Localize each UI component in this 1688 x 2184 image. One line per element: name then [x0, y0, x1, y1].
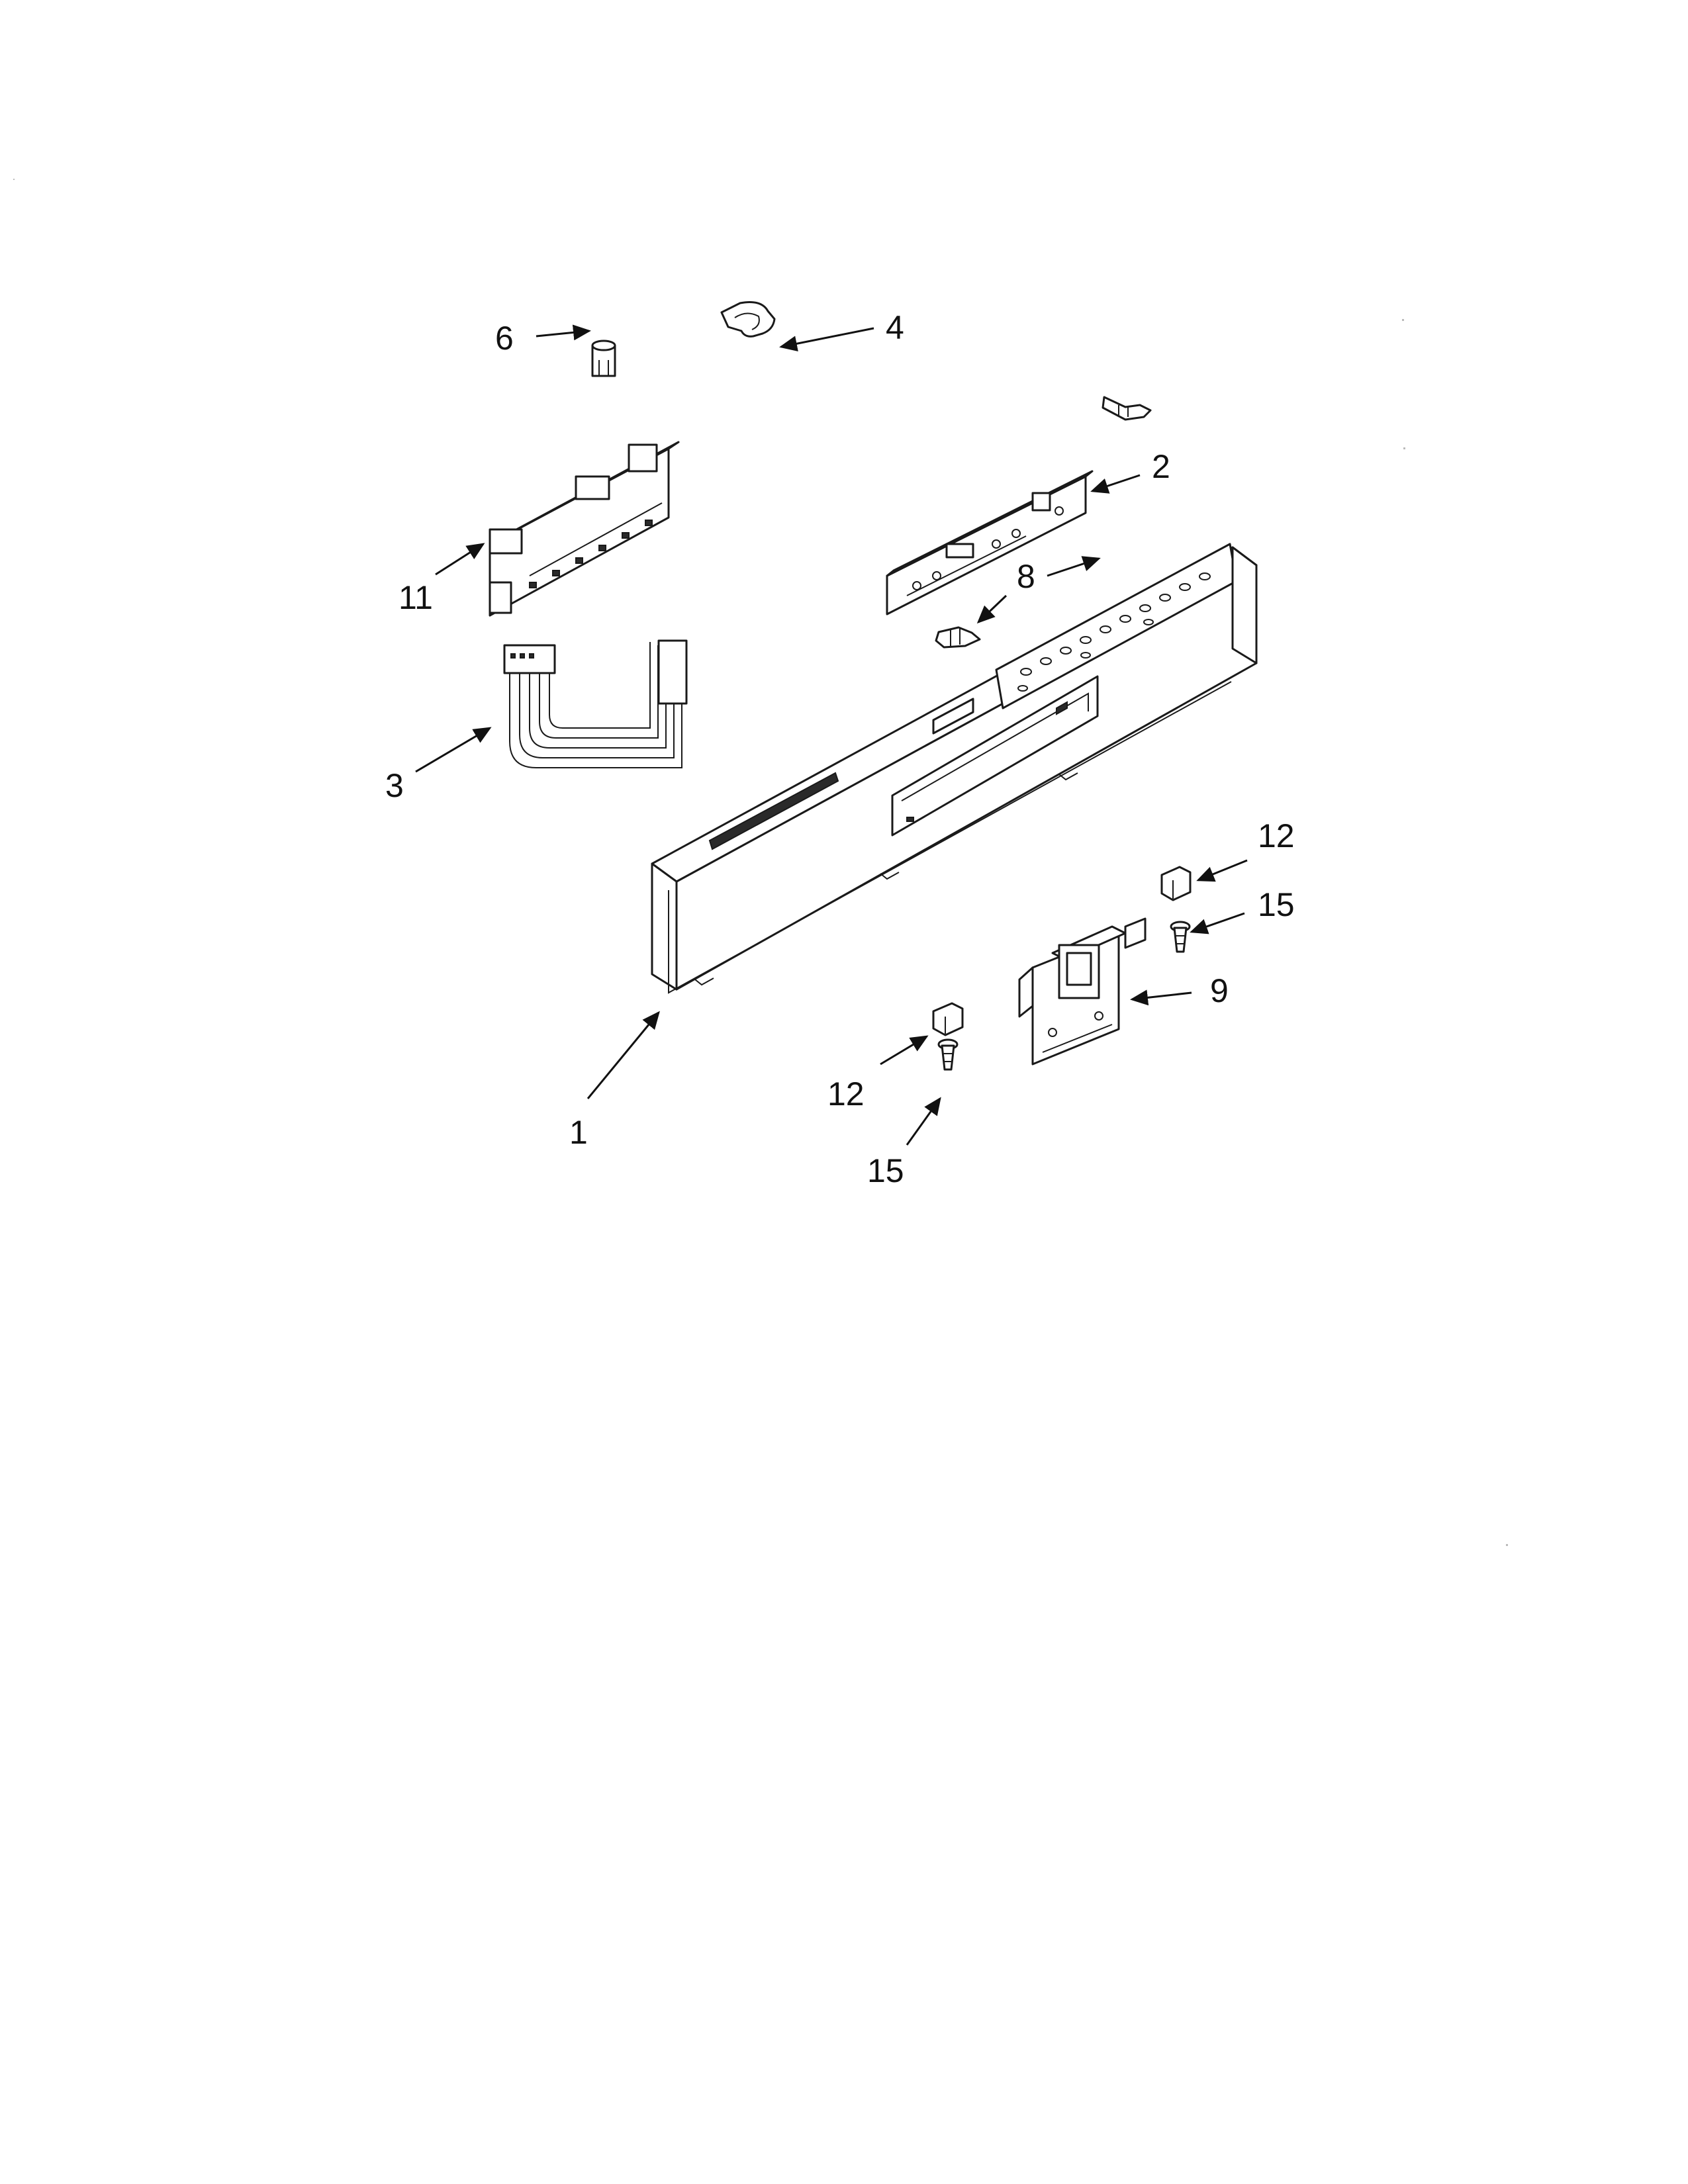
callout-3: 3 — [385, 767, 404, 804]
door-switch-bracket — [1018, 917, 1147, 1066]
callout-2: 2 — [1152, 448, 1170, 485]
clip-lower — [932, 1002, 964, 1036]
screw-15-upper — [1170, 921, 1191, 953]
leader-8-upper — [1047, 556, 1101, 577]
panel-handle — [891, 675, 1099, 837]
ribbon-cable — [503, 639, 688, 768]
leader-15-lower — [906, 1097, 941, 1146]
callout-15-upper: 15 — [1258, 886, 1295, 923]
screw-upper — [1102, 396, 1152, 421]
leader-6 — [536, 324, 591, 341]
control-board — [489, 441, 680, 617]
callout-11: 11 — [399, 579, 433, 616]
leader-lines — [415, 324, 1248, 1146]
leader-1 — [586, 1011, 660, 1099]
callout-1: 1 — [569, 1114, 588, 1151]
panel-grille — [708, 772, 839, 850]
hose-clip — [720, 301, 776, 338]
panel-buttons — [1017, 572, 1211, 692]
callout-15-lower: 15 — [867, 1152, 904, 1189]
leader-12-lower — [880, 1035, 929, 1066]
button-cap — [591, 340, 616, 377]
scan-specks — [13, 179, 1508, 1546]
clip-upper — [1160, 866, 1192, 901]
callout-12-lower: 12 — [827, 1075, 865, 1113]
callout-6: 6 — [495, 320, 514, 357]
leader-9 — [1130, 989, 1192, 1006]
leader-4 — [779, 327, 874, 352]
screw-15-lower — [937, 1038, 959, 1071]
callout-4: 4 — [886, 309, 904, 346]
leader-15-upper — [1190, 912, 1245, 934]
callouts: 4 6 2 8 11 3 1 12 15 9 12 15 — [385, 309, 1295, 1189]
leader-8-lower — [976, 594, 1008, 624]
leader-3 — [415, 727, 492, 773]
switch-board — [886, 470, 1094, 615]
leader-11 — [435, 543, 485, 576]
leader-2 — [1090, 474, 1141, 494]
control-panel — [651, 543, 1258, 994]
leader-12-upper — [1196, 859, 1248, 882]
callout-12-upper: 12 — [1258, 817, 1295, 854]
callout-9: 9 — [1210, 972, 1229, 1009]
callout-8: 8 — [1017, 558, 1035, 595]
screw-lower — [935, 626, 981, 649]
